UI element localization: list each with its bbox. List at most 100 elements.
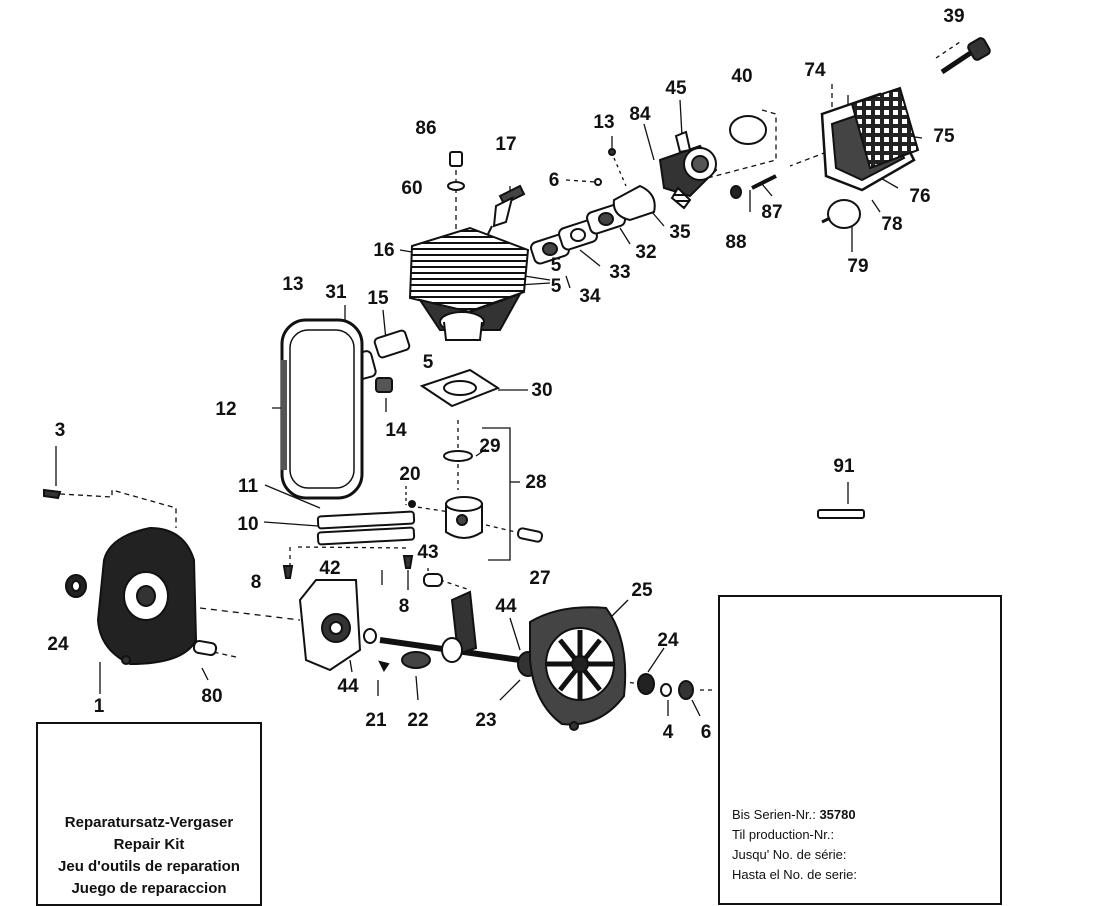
circlip-shape [408, 500, 416, 508]
filter-cap-shape [827, 199, 861, 229]
part-num-24a: 24 [47, 634, 69, 655]
part-num-8a: 8 [251, 572, 262, 593]
part-num-80: 80 [201, 686, 222, 707]
part-num-6b: 6 [701, 722, 712, 743]
part-num-5c: 5 [423, 352, 434, 373]
part-num-11: 11 [238, 476, 259, 497]
repair-kit-box: Reparatursatz-Vergaser Repair Kit Jeu d'… [36, 722, 262, 906]
part-num-3: 3 [55, 420, 66, 441]
part-num-33: 33 [609, 262, 630, 283]
screw-8b-shape [402, 555, 414, 569]
part-6-top-shape [594, 178, 602, 186]
part-num-34: 34 [579, 286, 601, 307]
serial-number-box: Bis Serien-Nr.: 35780 Til production-Nr.… [718, 595, 1002, 905]
nut-88-shape [730, 185, 742, 199]
part-num-42: 42 [319, 558, 340, 579]
crankshaft-shape [379, 590, 521, 669]
part-num-1: 1 [94, 696, 105, 717]
intake-spacers-shape [530, 203, 626, 265]
crankcase-half-shape [298, 579, 362, 672]
serial-label-de: Bis Serien-Nr.: [732, 807, 816, 822]
part-num-21: 21 [365, 710, 387, 731]
part-num-25: 25 [631, 580, 653, 601]
piston-pin-shape [516, 527, 544, 543]
washer-4-shape [660, 683, 672, 697]
part-num-5a: 5 [551, 255, 562, 276]
muffler-brackets-shape [316, 510, 416, 546]
part-num-44a: 44 [495, 596, 517, 617]
cylinder-bolt-shape [447, 151, 465, 191]
repair-kit-line-es: Juego de reparaccion [71, 880, 227, 897]
part-num-31: 31 [325, 282, 347, 303]
spark-plug-shape [487, 184, 526, 235]
crankcase-cover-shape [96, 526, 198, 666]
part-num-6a: 6 [549, 170, 560, 191]
part-num-44b: 44 [337, 676, 359, 697]
part-num-15: 15 [367, 288, 389, 309]
repair-kit-line-fr: Jeu d'outils de reparation [58, 858, 240, 875]
nut-6-shape [678, 680, 694, 700]
part-num-39: 39 [943, 6, 964, 27]
bearing-44a-shape [363, 628, 377, 644]
part-num-27: 27 [529, 568, 550, 589]
repair-kit-line-en: Repair Kit [113, 836, 185, 853]
part-num-14: 14 [385, 420, 407, 441]
part-num-23: 23 [475, 710, 496, 731]
bolt-87-shape [751, 174, 777, 190]
part-num-45: 45 [665, 78, 687, 99]
part-num-29: 29 [479, 436, 500, 457]
rod-91-shape [817, 509, 865, 519]
part-num-74: 74 [804, 60, 826, 81]
gasket-15-shape [373, 329, 411, 359]
serial-line-de: Bis Serien-Nr.: 35780 [732, 807, 856, 822]
part-shapes [43, 37, 991, 731]
part-num-13b: 13 [593, 112, 614, 133]
part-num-84: 84 [629, 104, 651, 125]
part-num-17: 17 [495, 134, 516, 155]
part-num-91: 91 [833, 456, 855, 477]
part-num-86a: 86 [415, 118, 436, 139]
part-13-top-shape [608, 148, 616, 156]
part-num-12: 12 [215, 399, 236, 420]
part-num-30: 30 [531, 380, 552, 401]
part-num-40: 40 [731, 66, 752, 87]
part-num-35: 35 [669, 222, 691, 243]
piston-ring-shape [443, 450, 473, 462]
part-num-75: 75 [933, 126, 955, 147]
part-num-13a: 13 [282, 274, 303, 295]
base-gasket-hole [443, 380, 477, 396]
part-num-88: 88 [725, 232, 746, 253]
part-num-78: 78 [881, 214, 902, 235]
part-num-10: 10 [237, 514, 258, 535]
intake-elbow-shape [612, 184, 656, 222]
part-num-16: 16 [373, 240, 394, 261]
screw-3-shape [43, 488, 62, 500]
serial-line-fr: Jusqu' No. de série: [732, 847, 847, 862]
part-num-76: 76 [909, 186, 930, 207]
part-num-79: 79 [847, 256, 868, 277]
screw-8a-shape [282, 565, 294, 579]
air-filter-housing-shape [820, 86, 920, 192]
needle-bearing-shape [423, 573, 443, 587]
part-num-8b: 8 [399, 596, 410, 617]
seal-24b-shape [637, 673, 655, 695]
part-num-20: 20 [399, 464, 420, 485]
part-num-60: 60 [401, 178, 422, 199]
serial-number-value: 35780 [819, 807, 856, 822]
dowel-80-shape [192, 639, 218, 657]
serial-line-es: Hasta el No. de serie: [732, 867, 858, 882]
key-21-shape [378, 660, 390, 672]
engine-housing-shape [529, 606, 627, 731]
part-num-4: 4 [663, 722, 674, 743]
part-num-43: 43 [417, 542, 438, 563]
long-bolt-39-shape [940, 37, 991, 75]
part-num-87: 87 [761, 202, 782, 223]
muffler-shape [280, 318, 364, 500]
part-num-24b: 24 [657, 630, 679, 651]
part-num-32: 32 [635, 242, 656, 263]
part-num-5b: 5 [551, 276, 562, 297]
carburettor-shape [658, 130, 718, 210]
filter-disc-shape [729, 115, 767, 145]
cylinder-shape [408, 226, 530, 341]
